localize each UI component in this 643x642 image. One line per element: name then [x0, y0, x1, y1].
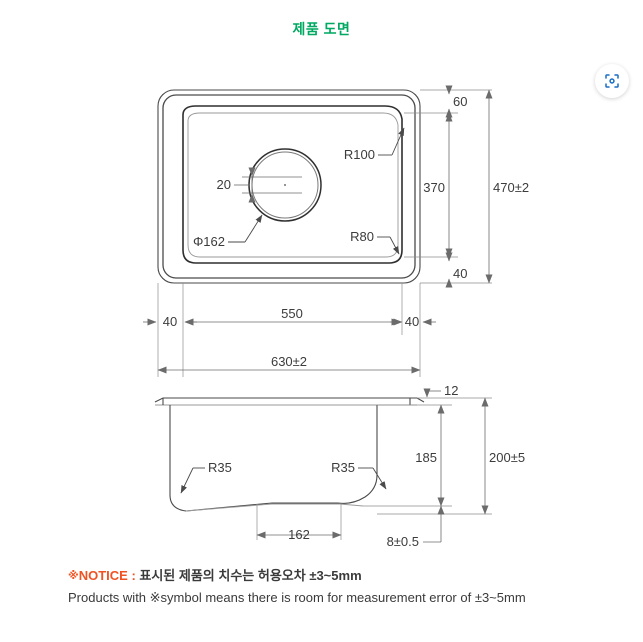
sink-bowl-inner-outline [187, 112, 399, 258]
dim-bottom-extension-lines [157, 283, 421, 377]
notice-block: ※NOTICE : 표시된 제품의 치수는 허용오차 ±3~5mm Produc… [68, 566, 628, 608]
dim-label-20: 20 [217, 177, 231, 192]
dim-label-12: 12 [444, 383, 458, 398]
page-title: 제품 도면 [292, 21, 351, 37]
leader-r35-left [180, 467, 205, 494]
dim-label-60: 60 [453, 94, 467, 109]
dim-label-r80: R80 [350, 229, 374, 244]
section-body-outer [169, 405, 378, 512]
sink-rim-line [162, 94, 416, 279]
dim-label-370: 370 [423, 180, 445, 195]
dim-label-40-left: 40 [163, 314, 177, 329]
scan-focus-button[interactable] [595, 64, 629, 98]
dim-label-r100: R100 [344, 147, 375, 162]
dim-label-r35-left: R35 [208, 460, 232, 475]
notice-korean-text: 표시된 제품의 치수는 허용오차 ±3~5mm [139, 568, 362, 583]
dim-label-470: 470±2 [493, 180, 529, 195]
leader-r35-right [358, 467, 387, 490]
dim-bottom-offset-8 [423, 505, 445, 543]
dim-label-drain-diameter: Φ162 [193, 234, 225, 249]
leader-rim-thickness-12 [423, 388, 441, 398]
dim-label-40-bottom: 40 [453, 266, 467, 281]
sink-bowl-outline [182, 105, 403, 264]
dim-drain-offset-20 [234, 167, 302, 203]
notice-separator: : [127, 568, 140, 583]
dim-label-550: 550 [281, 306, 303, 321]
notice-line-english: Products with ※symbol means there is roo… [68, 590, 526, 605]
leader-radius-r100 [378, 127, 405, 156]
dim-label-40-right: 40 [405, 314, 419, 329]
dim-label-200: 200±5 [489, 450, 525, 465]
dim-label-630: 630±2 [271, 354, 307, 369]
dim-label-r35-right: R35 [331, 460, 355, 475]
top-view-group [157, 89, 421, 284]
dim-label-162: 162 [288, 527, 310, 542]
scan-focus-icon [603, 72, 621, 90]
section-rim-top [154, 397, 425, 403]
leader-radius-r80 [377, 236, 400, 255]
section-view-group [154, 397, 425, 512]
dim-label-8: 8±0.5 [387, 534, 419, 549]
dim-right-extension-lines [404, 89, 492, 284]
dim-label-185: 185 [415, 450, 437, 465]
drain-center-mark [284, 184, 286, 186]
notice-label: NOTICE [78, 568, 128, 583]
technical-drawing-svg: 20 Φ162 R100 R80 [143, 85, 529, 549]
sink-outer-flange [157, 89, 421, 284]
leader-drain-diameter [228, 214, 263, 243]
notice-marker-icon: ※ [68, 570, 79, 582]
drawing-canvas: 20 Φ162 R100 R80 [0, 45, 643, 565]
section-basin-floor [185, 503, 364, 512]
notice-line-korean: ※NOTICE : 표시된 제품의 치수는 허용오차 ±3~5mm [68, 566, 628, 586]
